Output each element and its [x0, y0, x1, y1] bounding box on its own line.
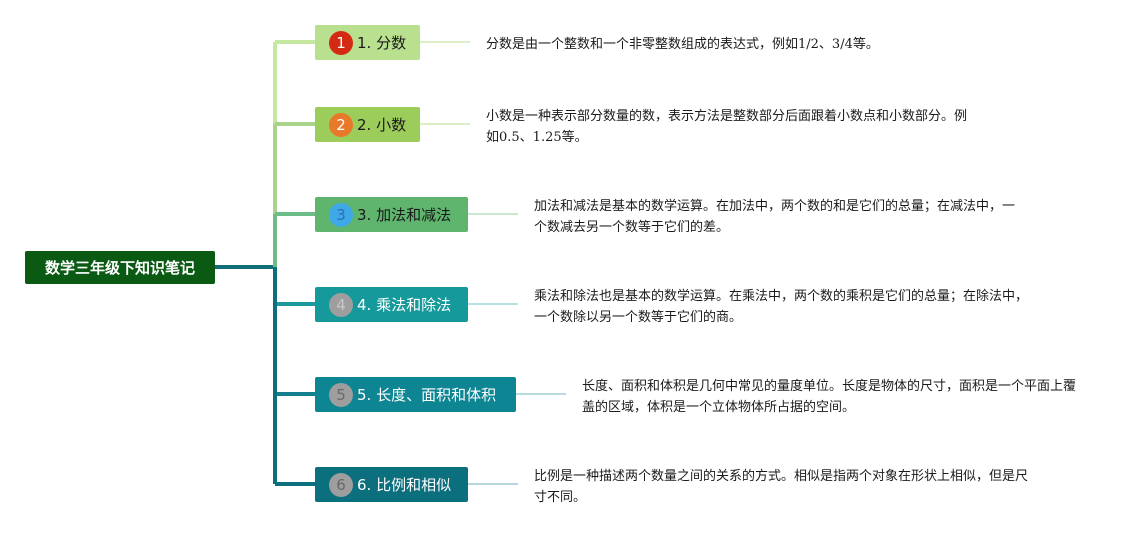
topic-description: 乘法和除法也是基本的数学运算。在乘法中，两个数的乘积是它们的总量；在除法中，一个… — [534, 289, 1029, 325]
number-badge-icon: 2 — [329, 112, 353, 137]
topic-description: 比例是一种描述两个数量之间的关系的方式。相似是指两个对象在形状上相似，但是尺寸不… — [534, 469, 1029, 505]
number-badge-icon: 1 — [329, 30, 353, 55]
topic-label: 6. 比例和相似 — [357, 476, 452, 494]
topic-label: 1. 分数 — [357, 34, 407, 52]
number-badge-icon: 3 — [329, 202, 353, 227]
root-topic[interactable]: 数学三年级下知识笔记 — [25, 251, 215, 284]
topic-description: 加法和减法是基本的数学运算。在加法中，两个数的和是它们的总量；在减法中，一个数减… — [534, 199, 1016, 235]
topic-description: 分数是由一个整数和一个非零整数组成的表达式，例如1/2、3/4等。 — [486, 37, 879, 52]
number-badge-icon: 5 — [329, 382, 353, 407]
topic-description: 小数是一种表示部分数量的数，表示方法是整数部分后面跟着小数点和小数部分。例如0.… — [486, 109, 968, 145]
number-badge-icon: 4 — [329, 292, 353, 317]
number-badge-icon: 6 — [329, 472, 353, 497]
topic-label: 5. 长度、面积和体积 — [357, 386, 497, 404]
topic-label: 3. 加法和减法 — [357, 206, 452, 224]
topic-description: 长度、面积和体积是几何中常见的量度单位。长度是物体的尺寸，面积是一个平面上覆盖的… — [582, 379, 1077, 415]
root-topic-title: 数学三年级下知识笔记 — [44, 259, 195, 277]
topic-label: 4. 乘法和除法 — [357, 296, 452, 314]
topic-label: 2. 小数 — [357, 116, 407, 134]
